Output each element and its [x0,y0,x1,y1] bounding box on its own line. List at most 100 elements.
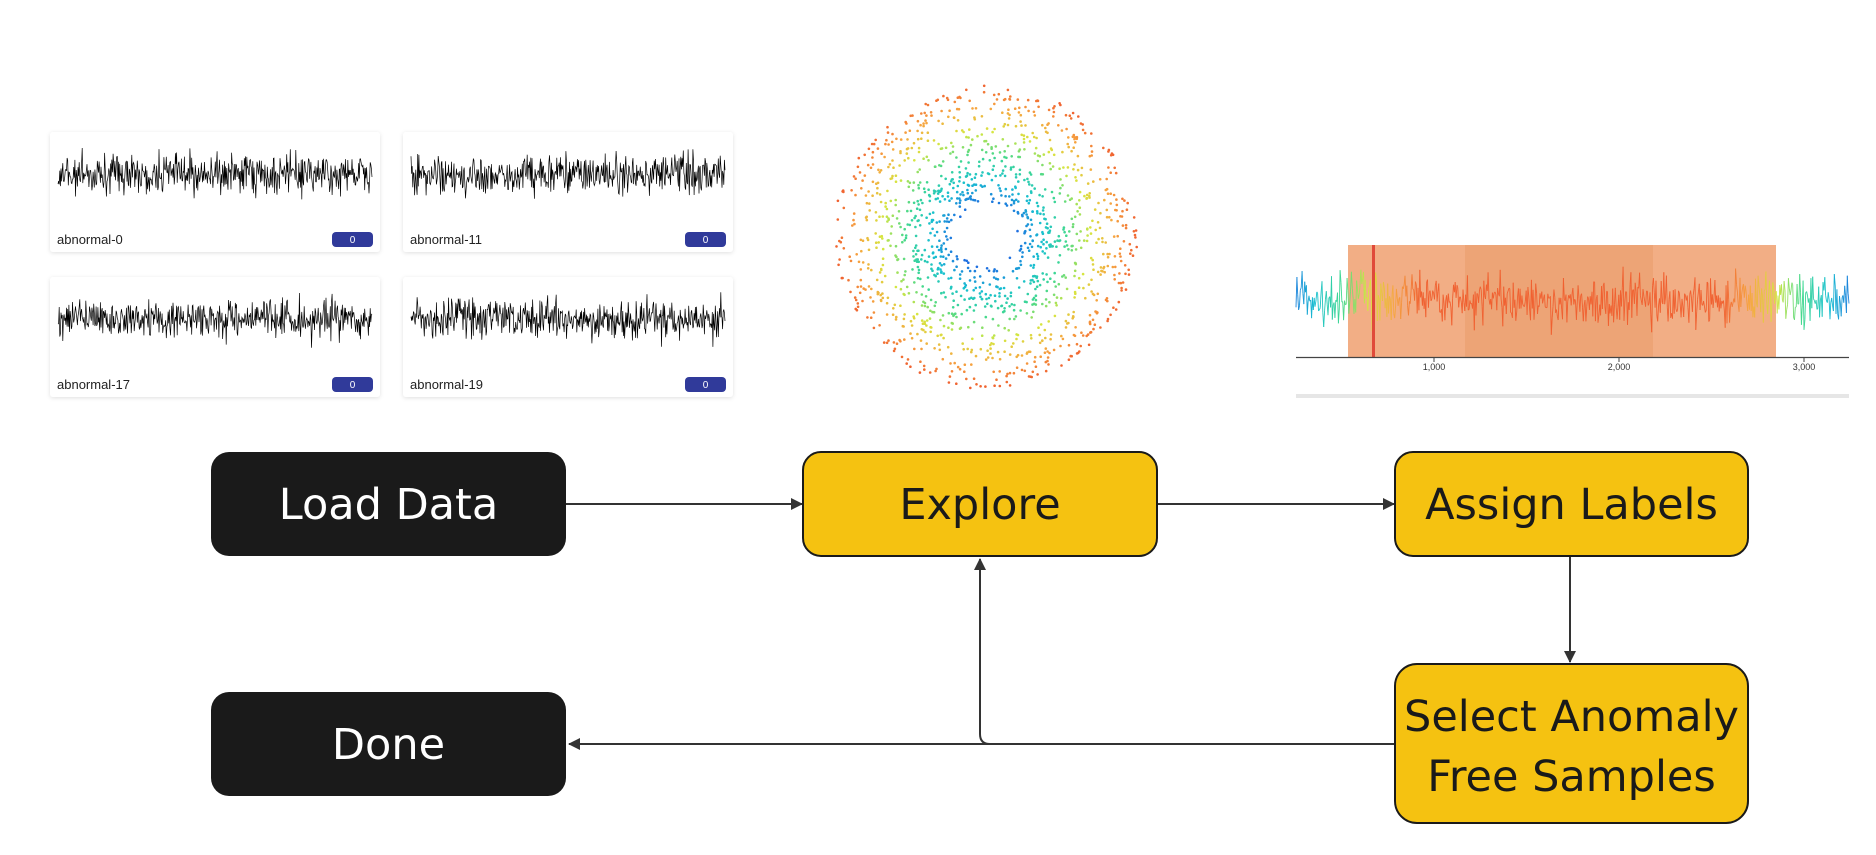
scatter-point [1092,180,1095,183]
scatter-point [986,356,990,359]
signal-segment [1397,298,1400,306]
scatter-point [1097,237,1100,241]
signal-segment [1369,279,1372,299]
scatter-point [1089,226,1092,229]
count-badge [685,377,726,392]
scatter-point [922,364,926,368]
signal-segment [1762,290,1765,323]
scatter-point [852,218,855,222]
signal-segment [1350,271,1353,289]
scatter-point [861,179,864,182]
x-tick-label: 2,000 [1608,362,1631,372]
scatter-point [1046,280,1049,284]
scatter-point [1102,265,1106,269]
scatter-point [980,297,984,301]
scatter-point [1047,150,1051,154]
scatter-point [916,199,919,203]
scatter-point [1065,287,1069,291]
scatter-point [955,202,958,205]
scatter-point [887,143,890,146]
sample-card[interactable]: abnormal-0 0 [50,132,380,252]
scatter-point [969,198,973,201]
sample-card[interactable]: abnormal-11 0 [403,132,733,252]
signal-segment [1392,285,1395,314]
signal-segment [1768,280,1771,292]
done-node[interactable]: Done [211,692,566,796]
scatter-point [998,370,1001,373]
scatter-point [887,165,890,169]
scatter-point [950,328,954,331]
signal-segment [1323,310,1326,328]
signal-segment [1767,297,1769,315]
scatter-point [1127,273,1131,276]
scatter-point [878,271,882,274]
scatter-point [1010,345,1013,349]
scatter-point [1078,239,1081,242]
scatter-point [1103,270,1106,274]
signal-segment [1560,297,1563,310]
scatter-point [1003,174,1007,178]
scatter-point [924,295,928,298]
scatter-point [882,341,886,344]
scatter-point [870,268,873,272]
signal-segment [1510,311,1512,314]
signal-segment [1514,299,1517,321]
scatter-point [1002,125,1005,128]
sample-card[interactable]: abnormal-17 0 [50,277,380,397]
scatter-point [1083,131,1087,135]
scatter-point [1017,266,1021,270]
scatter-point [943,220,946,223]
explore-node[interactable]: Explore [802,451,1158,557]
scatter-point [880,280,884,284]
scatter-point [962,348,965,351]
signal-segment [1570,293,1573,306]
scatter-point [1045,247,1048,250]
scatter-point [1109,153,1113,157]
scatter-point [968,128,971,131]
scatter-point [909,365,912,369]
signal-segment [1774,292,1776,304]
position-marker[interactable] [1372,245,1375,358]
scatter-point [847,278,850,282]
signal-segment [1344,300,1346,305]
scatter-point [903,227,906,231]
scatter-point [1019,113,1023,117]
assign-labels-node[interactable]: Assign Labels [1394,451,1749,557]
scatter-point [842,247,846,250]
scatter-point [968,195,972,199]
scatter-point [1003,155,1006,159]
scatter-point [916,332,919,336]
scatter-point [881,263,885,267]
signal-segment [1605,291,1608,314]
scatter-point [1085,193,1089,197]
scatter-point [1111,265,1115,269]
scatter-point [918,168,921,171]
scatter-point [871,180,875,184]
scatter-point [998,151,1002,154]
select-anomaly-free-node[interactable]: Select Anomaly Free Samples [1394,663,1749,824]
scatter-point [1052,348,1056,352]
scatter-point [950,171,954,174]
scatter-point [1035,201,1039,205]
scatter-point [1029,333,1033,337]
scatter-point [1073,215,1077,219]
scatter-point [1006,88,1010,92]
signal-segment [1790,282,1793,291]
scatter-point [1039,323,1043,326]
signal-segment [1646,291,1649,306]
scatter-point [897,210,901,213]
load-data-node[interactable]: Load Data [211,452,566,556]
scatter-point [906,358,910,361]
signal-segment [1444,300,1447,321]
scatter-point [1023,300,1027,304]
scroll-track[interactable] [1296,394,1849,398]
explore-box [802,451,1158,557]
scatter-point [909,319,913,323]
scatter-point [891,148,895,151]
sample-card[interactable]: abnormal-19 0 [403,277,733,397]
scatter-point [887,339,890,342]
signal-segment [1475,293,1478,316]
scatter-point [925,121,928,125]
scatter-point [1014,315,1018,318]
